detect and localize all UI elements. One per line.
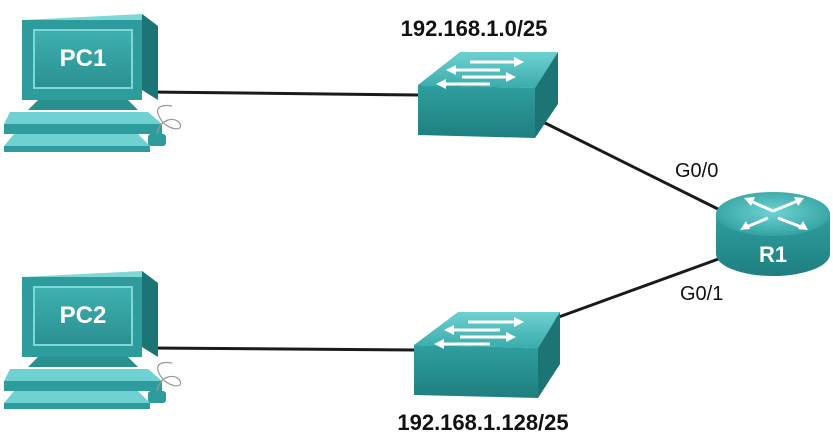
pc1-icon[interactable]: PC1 bbox=[4, 14, 182, 152]
router-r1-icon[interactable]: R1 bbox=[716, 192, 830, 276]
interface-label-g00: G0/0 bbox=[675, 160, 718, 182]
switch-arrows-icon bbox=[436, 57, 524, 89]
pc1-label: PC1 bbox=[60, 45, 107, 72]
network-label-top: 192.168.1.0/25 bbox=[401, 16, 548, 41]
link-switch1-r1 bbox=[534, 116, 731, 217]
link-pc2-switch2 bbox=[149, 346, 419, 352]
router-arrows-icon bbox=[740, 197, 808, 230]
switch-bottom-icon[interactable] bbox=[414, 312, 560, 398]
network-label-bottom: 192.168.1.128/25 bbox=[397, 410, 568, 435]
interface-label-g01: G0/1 bbox=[680, 283, 723, 305]
switch-top-icon[interactable] bbox=[418, 52, 558, 138]
router-r1-label: R1 bbox=[759, 242, 787, 267]
link-pc1-switch1 bbox=[149, 90, 419, 97]
pc2-icon[interactable]: PC2 bbox=[4, 271, 182, 409]
link-switch2-r1 bbox=[544, 251, 736, 324]
switch-arrows-icon bbox=[434, 317, 524, 349]
pc2-label: PC2 bbox=[60, 302, 107, 329]
